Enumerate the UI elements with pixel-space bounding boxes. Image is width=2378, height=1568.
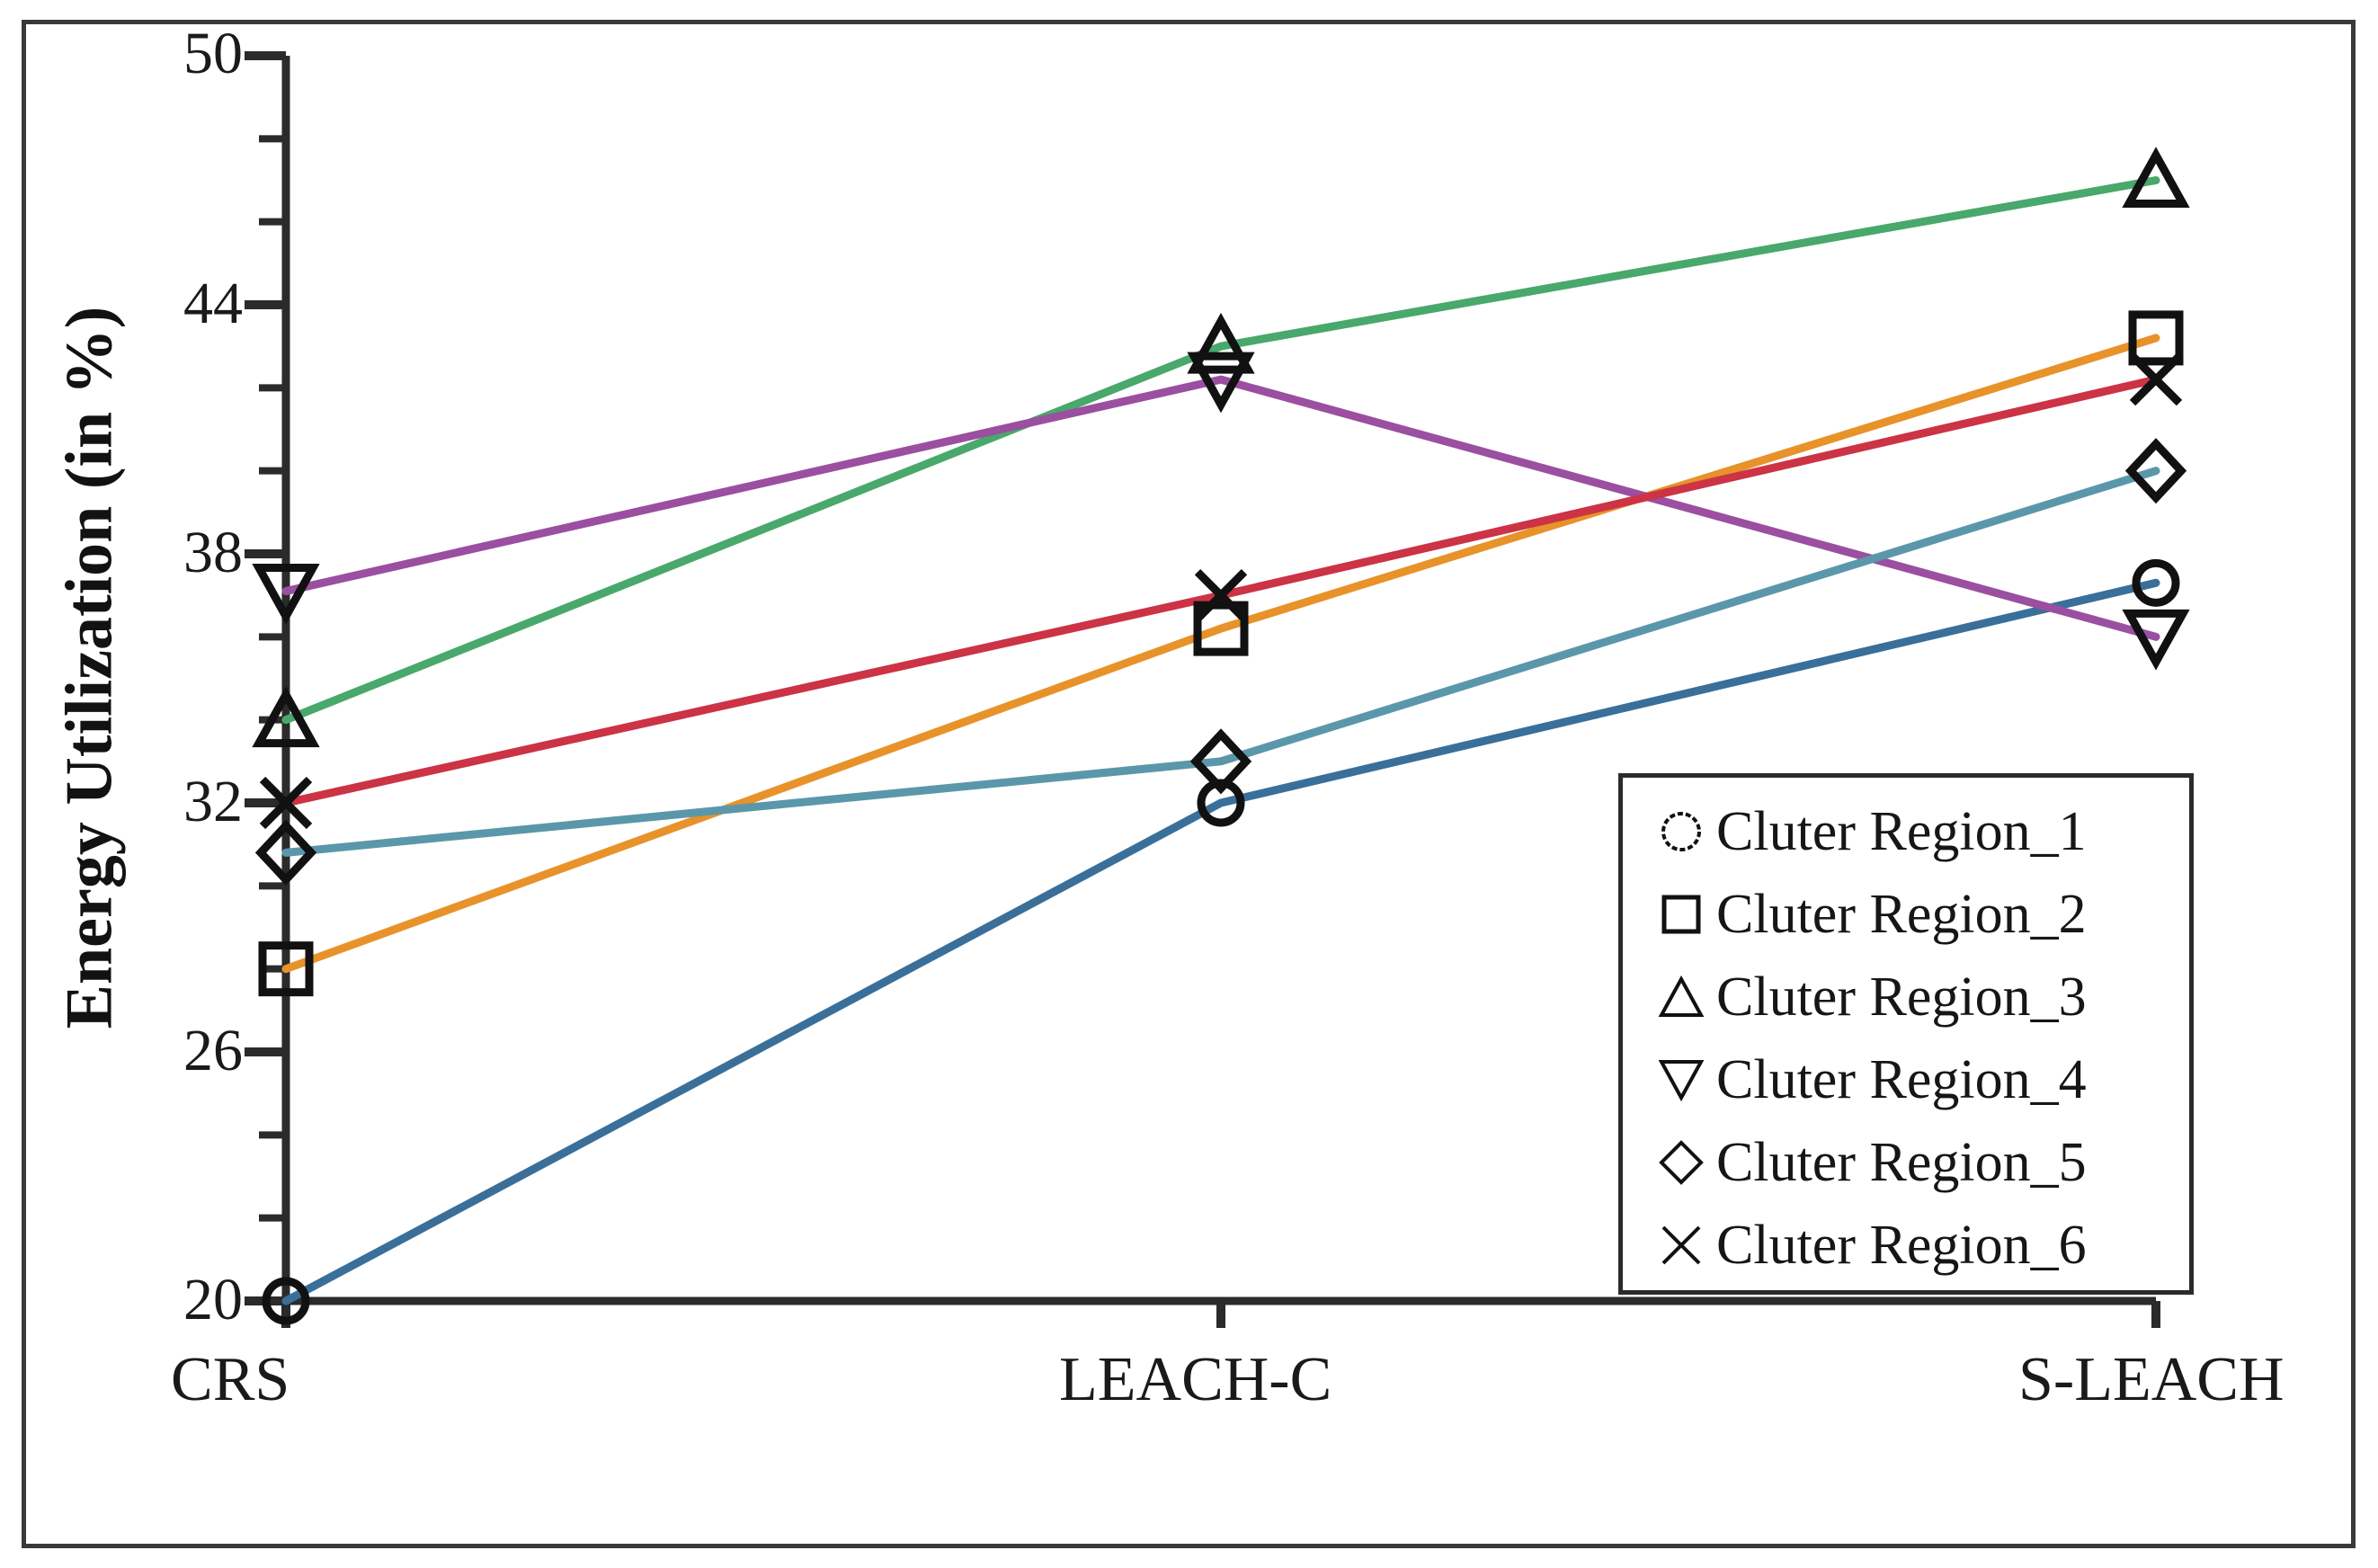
triangle-up-icon <box>1646 972 1716 1022</box>
legend-item-label: Cluter Region_5 <box>1716 1132 2087 1193</box>
x-tick-label-s-leach: S-LEACH <box>2018 1345 2284 1414</box>
y-axis-ticks <box>245 51 286 1305</box>
legend-item-label: Cluter Region_2 <box>1716 884 2087 945</box>
y-tick-label-20: 20 <box>183 1267 243 1332</box>
square-icon <box>1646 889 1716 940</box>
series-lines <box>281 176 2160 1305</box>
circle-icon <box>1646 806 1716 857</box>
legend-item-label: Cluter Region_4 <box>1716 1049 2087 1110</box>
x-tick-label-crs: CRS <box>171 1345 290 1414</box>
y-tick-label-50: 50 <box>183 21 243 86</box>
legend-item-1[interactable]: Cluter Region_1 <box>1623 790 2189 873</box>
legend: Cluter Region_1 Cluter Region_2 Cluter R… <box>1618 773 2194 1295</box>
y-tick-label-44: 44 <box>183 271 243 336</box>
y-tick-label-26: 26 <box>183 1018 243 1083</box>
legend-item-6[interactable]: Cluter Region_6 <box>1623 1204 2189 1287</box>
legend-item-label: Cluter Region_3 <box>1716 967 2087 1028</box>
legend-item-label: Cluter Region_6 <box>1716 1215 2087 1276</box>
x-tick-label-leach-c: LEACH-C <box>1059 1345 1332 1414</box>
legend-item-3[interactable]: Cluter Region_3 <box>1623 956 2189 1038</box>
legend-item-label: Cluter Region_1 <box>1716 801 2087 862</box>
x-icon <box>1646 1220 1716 1270</box>
legend-item-4[interactable]: Cluter Region_4 <box>1623 1038 2189 1121</box>
y-tick-label-38: 38 <box>183 520 243 585</box>
triangle-down-icon <box>1646 1055 1716 1105</box>
legend-item-2[interactable]: Cluter Region_2 <box>1623 873 2189 956</box>
y-tick-label-32: 32 <box>183 769 243 834</box>
legend-item-5[interactable]: Cluter Region_5 <box>1623 1121 2189 1204</box>
diamond-icon <box>1646 1137 1716 1188</box>
series-markers <box>252 147 2190 1325</box>
